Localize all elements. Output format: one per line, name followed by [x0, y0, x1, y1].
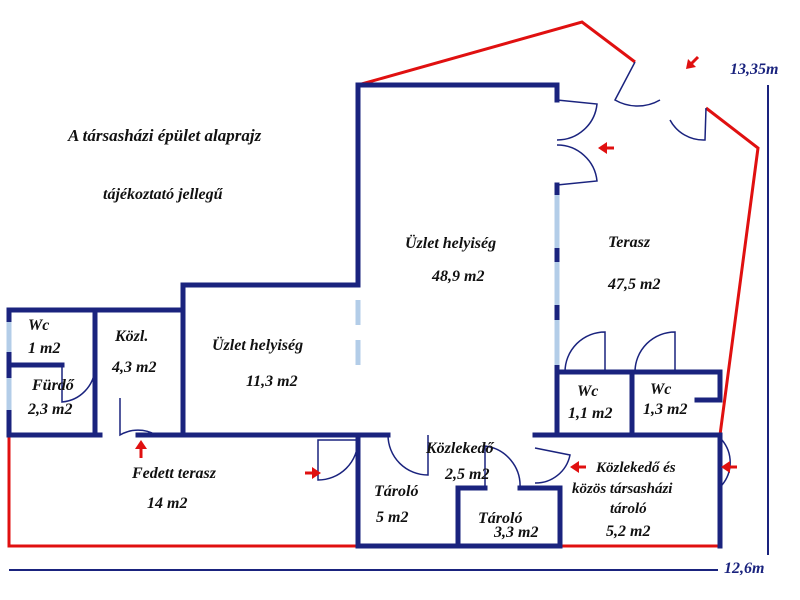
room-area-kozos-tarolo: 5,2 m2	[606, 523, 650, 540]
room-name-uzlet-large: Üzlet helyiség	[405, 234, 496, 252]
room-name-kozlekedo: Közlekedő	[425, 440, 495, 457]
room-name-terasz: Terasz	[608, 234, 651, 251]
dimension-width: 12,6m	[724, 560, 764, 577]
room-name-kozl-left: Közl.	[114, 328, 148, 345]
room-name-uzlet-small: Üzlet helyiség	[212, 336, 303, 354]
room-area-wc-right: 1,3 m2	[643, 401, 687, 418]
room-name-kozos-tarolo-3: tároló	[610, 501, 647, 517]
room-name-tarolo-1: Tároló	[374, 483, 418, 500]
room-name-wc-mid: Wc	[577, 383, 598, 400]
plan-subtitle: tájékoztató jellegű	[103, 186, 224, 203]
room-area-fedett-terasz: 14 m2	[147, 495, 187, 512]
room-name-wc-left: Wc	[28, 317, 49, 334]
plan-title: A társasházi épület alaprajz	[67, 126, 262, 145]
room-area-wc-left: 1 m2	[28, 340, 60, 357]
room-name-fedett-terasz: Fedett terasz	[131, 465, 217, 482]
doors	[61, 61, 731, 489]
room-area-wc-mid: 1,1 m2	[568, 405, 612, 422]
room-area-tarolo-1: 5 m2	[376, 509, 408, 526]
room-name-tarolo-2: Tároló	[478, 510, 522, 527]
terrace-outline	[7, 20, 760, 548]
room-area-terasz: 47,5 m2	[607, 276, 660, 293]
room-area-kozlekedo: 2,5 m2	[444, 466, 489, 483]
room-name-kozos-tarolo-1: Közlekedő és	[595, 460, 676, 476]
room-name-kozos-tarolo-2: közös társasházi	[572, 481, 673, 497]
walls	[6, 82, 723, 549]
dimension-lines	[9, 85, 769, 571]
room-area-furdo: 2,3 m2	[27, 401, 72, 418]
windows	[6, 195, 560, 410]
room-area-tarolo-2: 3,3 m2	[493, 524, 538, 541]
room-name-wc-right: Wc	[650, 381, 671, 398]
dimension-height: 13,35m	[730, 61, 778, 78]
room-area-kozl-left: 4,3 m2	[111, 359, 156, 376]
room-area-uzlet-large: 48,9 m2	[431, 268, 484, 285]
room-name-furdo: Fürdő	[31, 377, 75, 394]
room-area-uzlet-small: 11,3 m2	[246, 373, 298, 390]
entry-arrows	[135, 55, 737, 479]
